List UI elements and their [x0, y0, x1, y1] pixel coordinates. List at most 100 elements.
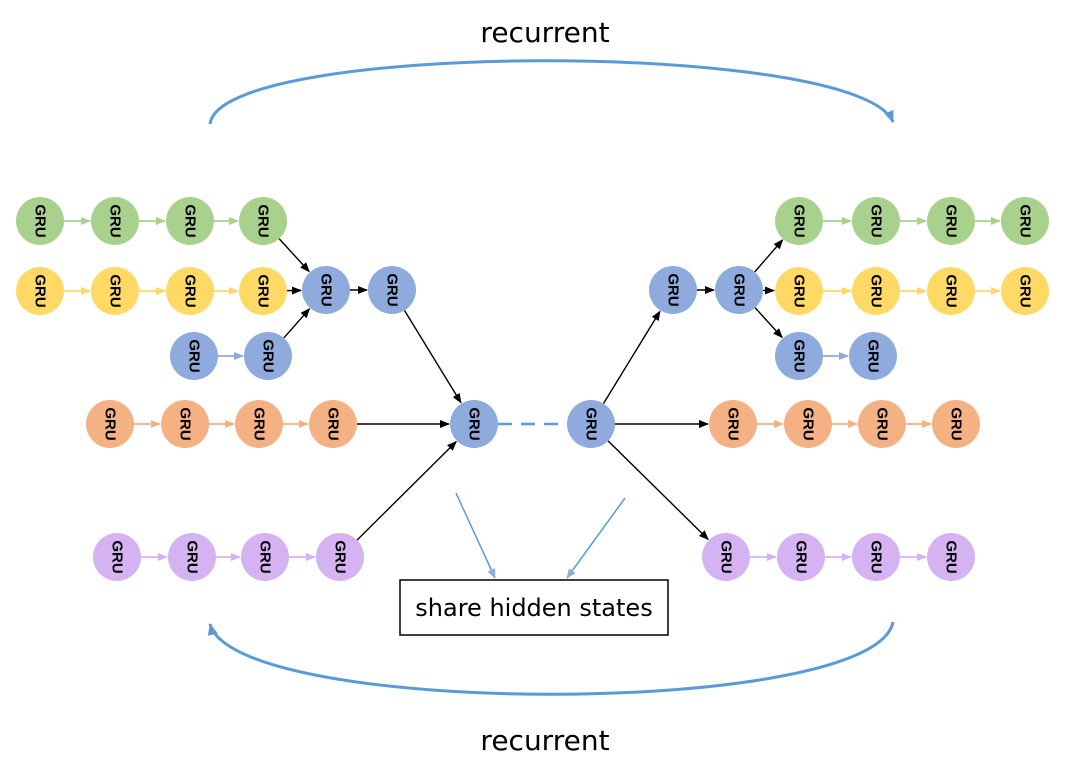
- gru-node-label: GRU: [177, 407, 194, 440]
- gru-node-do2: GRU: [784, 400, 832, 448]
- gru-node-label: GRU: [791, 339, 808, 372]
- gru-node-circle: [784, 400, 832, 448]
- gru-node-label: GRU: [791, 204, 808, 237]
- gru-node-bd2: GRU: [715, 266, 763, 314]
- bottom-recurrent-arc: [208, 621, 895, 696]
- gru-node-label: GRU: [466, 407, 483, 440]
- gru-node-circle: [302, 266, 350, 314]
- edge-g4-to-bm: [278, 238, 310, 273]
- edge-bc2-to-bd1: [602, 310, 661, 404]
- gru-node-circle: [166, 267, 214, 315]
- gru-node-g3: GRU: [166, 197, 214, 245]
- gru-node-label: GRU: [251, 407, 268, 440]
- edge-bd2-to-dg1: [754, 239, 784, 273]
- gru-node-dy1: GRU: [775, 267, 823, 315]
- gru-node-label: GRU: [583, 407, 600, 440]
- gru-node-circle: [1001, 267, 1049, 315]
- gru-node-label: GRU: [184, 540, 201, 573]
- gru-node-label: GRU: [1017, 274, 1034, 307]
- gru-node-bd1: GRU: [649, 266, 697, 314]
- gru-node-bc2: GRU: [567, 400, 615, 448]
- gru-node-dg4: GRU: [1001, 197, 1049, 245]
- gru-node-circle: [241, 533, 289, 581]
- gru-node-label: GRU: [384, 273, 401, 306]
- gru-node-circle: [927, 533, 975, 581]
- gru-node-do3: GRU: [858, 400, 906, 448]
- gru-node-circle: [316, 533, 364, 581]
- gru-node-circle: [775, 332, 823, 380]
- gru-node-label: GRU: [257, 540, 274, 573]
- gru-node-circle: [927, 267, 975, 315]
- gru-node-circle: [852, 533, 900, 581]
- gru-node-dy4: GRU: [1001, 267, 1049, 315]
- gru-node-dg3: GRU: [927, 197, 975, 245]
- gru-node-label: GRU: [791, 274, 808, 307]
- gru-node-label: GRU: [102, 407, 119, 440]
- gru-node-dy3: GRU: [927, 267, 975, 315]
- gru-node-o3: GRU: [235, 400, 283, 448]
- gru-node-label: GRU: [109, 540, 126, 573]
- gru-node-label: GRU: [868, 540, 885, 573]
- gru-node-label: GRU: [868, 204, 885, 237]
- edge-bm2-to-bc1: [403, 310, 462, 404]
- gru-nodes: GRU GRU GRU GRU GRU GRU GRU GRU GRU GRU GRU GRU GRU G…: [16, 197, 1049, 581]
- gru-node-circle: [91, 197, 139, 245]
- gru-node-p3: GRU: [241, 533, 289, 581]
- gru-node-p1: GRU: [93, 533, 141, 581]
- share-arrow-left: [455, 492, 496, 579]
- gru-node-circle: [649, 266, 697, 314]
- gru-node-circle: [170, 332, 218, 380]
- gru-node-o2: GRU: [161, 400, 209, 448]
- gru-node-label: GRU: [948, 407, 965, 440]
- gru-node-label: GRU: [874, 407, 891, 440]
- gru-node-bm: GRU: [302, 266, 350, 314]
- share-arrow-right: [566, 497, 626, 579]
- gru-node-circle: [91, 267, 139, 315]
- gru-node-label: GRU: [318, 273, 335, 306]
- gru-node-circle: [450, 400, 498, 448]
- edges: [64, 217, 1001, 561]
- gru-node-circle: [166, 197, 214, 245]
- gru-node-circle: [567, 400, 615, 448]
- gru-node-circle: [852, 267, 900, 315]
- edge-bd2-to-db1: [754, 307, 783, 339]
- gru-node-dy2: GRU: [852, 267, 900, 315]
- edge-p4-to-bc1: [356, 440, 457, 541]
- gru-node-label: GRU: [731, 273, 748, 306]
- gru-node-label: GRU: [182, 274, 199, 307]
- gru-node-circle: [239, 267, 287, 315]
- gru-node-label: GRU: [255, 274, 272, 307]
- gru-node-dg1: GRU: [775, 197, 823, 245]
- gru-node-label: GRU: [186, 339, 203, 372]
- bottom-recurrent-label: recurrent: [480, 724, 609, 757]
- edge-bc2-to-dp1: [607, 440, 709, 541]
- gru-node-circle: [1001, 197, 1049, 245]
- gru-node-label: GRU: [332, 540, 349, 573]
- gru-node-label: GRU: [107, 274, 124, 307]
- gru-node-circle: [715, 266, 763, 314]
- gru-node-label: GRU: [865, 339, 882, 372]
- gru-node-circle: [775, 267, 823, 315]
- gru-node-b1: GRU: [170, 332, 218, 380]
- gru-node-label: GRU: [868, 274, 885, 307]
- gru-node-label: GRU: [255, 204, 272, 237]
- gru-node-circle: [927, 197, 975, 245]
- gru-node-label: GRU: [725, 407, 742, 440]
- top-recurrent-label: recurrent: [480, 16, 609, 49]
- gru-node-b2: GRU: [244, 332, 292, 380]
- gru-node-label: GRU: [943, 540, 960, 573]
- top-recurrent-arc: [208, 59, 895, 125]
- gru-node-dg2: GRU: [852, 197, 900, 245]
- gru-node-do1: GRU: [709, 400, 757, 448]
- gru-node-dp1: GRU: [702, 533, 750, 581]
- gru-node-circle: [852, 197, 900, 245]
- gru-node-circle: [777, 533, 825, 581]
- gru-node-label: GRU: [665, 273, 682, 306]
- gru-node-circle: [849, 332, 897, 380]
- gru-node-y3: GRU: [166, 267, 214, 315]
- gru-node-label: GRU: [182, 204, 199, 237]
- share-hidden-states-box: [399, 579, 669, 636]
- gru-node-g2: GRU: [91, 197, 139, 245]
- gru-node-o1: GRU: [86, 400, 134, 448]
